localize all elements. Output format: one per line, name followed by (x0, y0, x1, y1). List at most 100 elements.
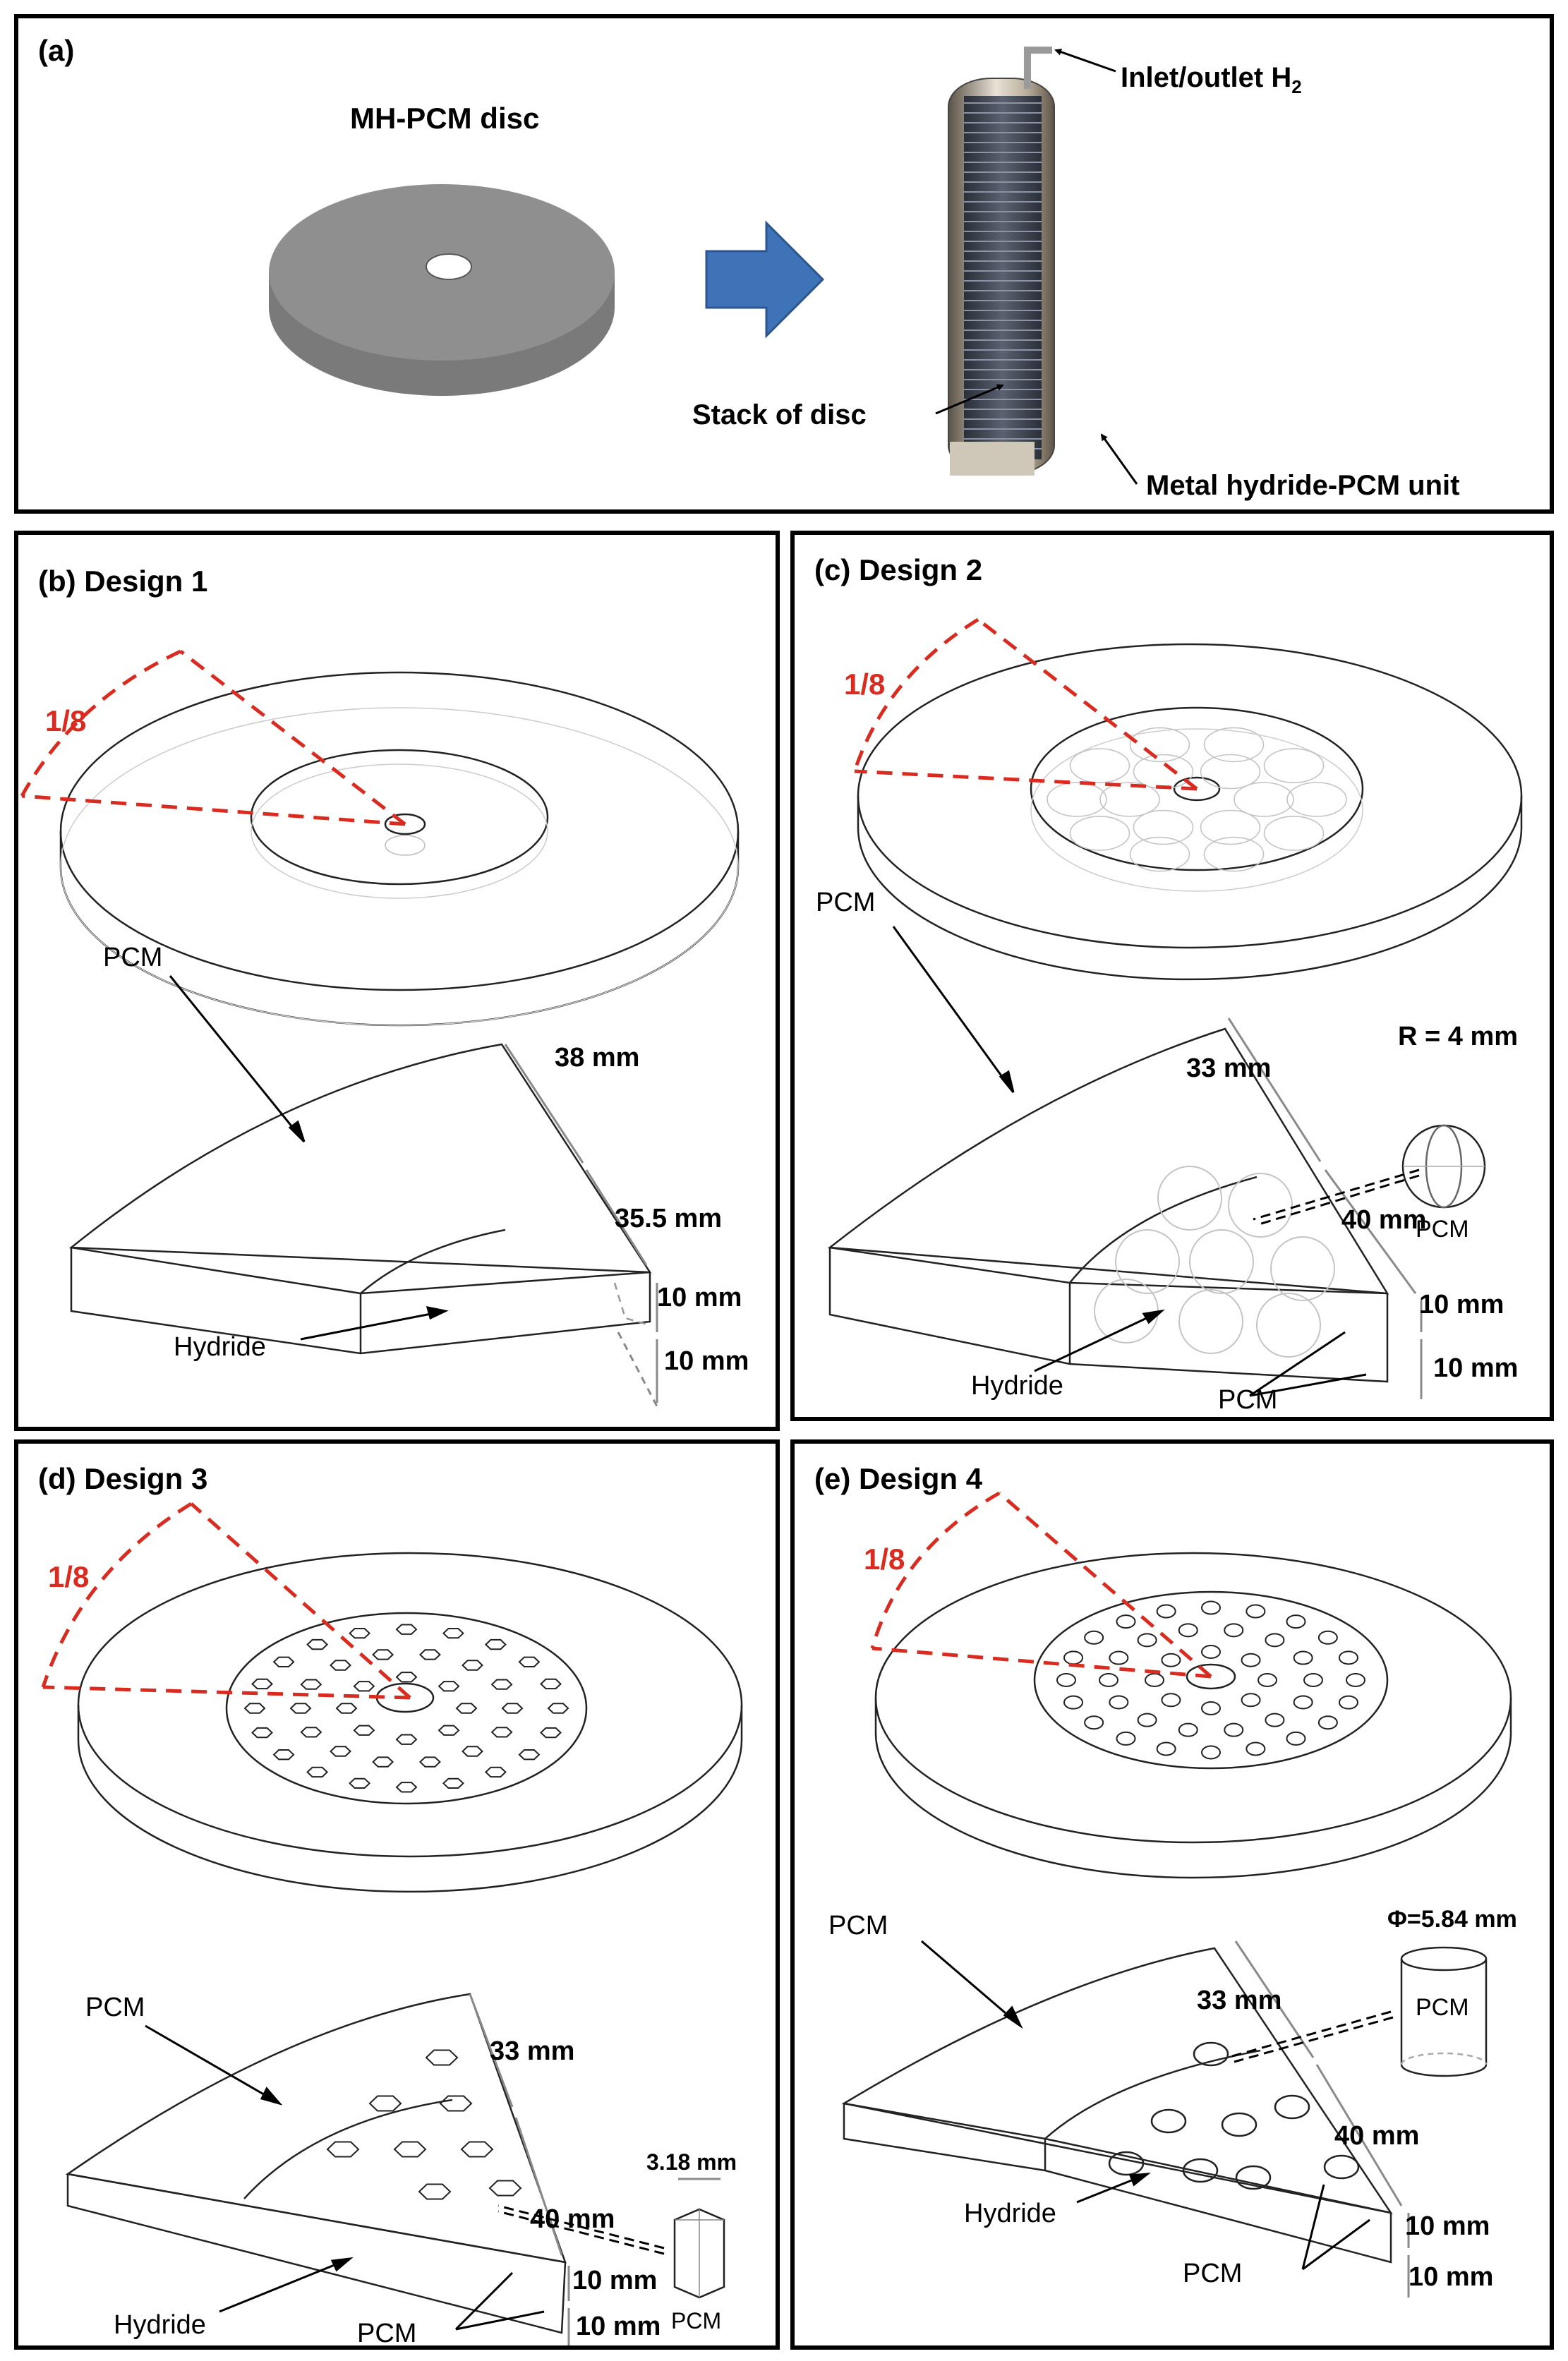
dimension-lines (1227, 1018, 1423, 1399)
wedge-3d (68, 1043, 652, 1355)
dimension-lines (469, 1993, 720, 2345)
center-hole (1173, 776, 1221, 802)
hydride-label: Hydride (971, 1371, 1063, 1401)
pcm-sphere (1203, 836, 1265, 872)
pcm-hex-hole (488, 2180, 522, 2197)
pcm-circle-hole (1241, 1693, 1261, 1708)
pcm-sphere (1286, 782, 1347, 817)
pcm-circle-hole (1346, 1673, 1365, 1687)
pcm-circle-hole (1286, 1614, 1306, 1629)
pcm-hex-hole (518, 1656, 541, 1667)
disc-top-outer (874, 1552, 1512, 1844)
panel-a-graphics (269, 47, 1138, 485)
hydride-leader (300, 1310, 446, 1341)
pcm-hex-hole (300, 1727, 322, 1738)
inlet-label: Inlet/outlet H2 (1121, 62, 1302, 97)
pcm-sphere (1200, 754, 1261, 790)
unit-leader (1100, 433, 1138, 485)
pcm-bottom-leader-2 (455, 2310, 545, 2331)
pcm-hex-hole (306, 1638, 329, 1650)
pcm-circle-hole (1338, 1650, 1358, 1665)
sector-marker (852, 617, 1198, 791)
pcm-hex-hole (455, 1703, 478, 1714)
pcm-circle-hole (1099, 1673, 1118, 1687)
hydride-ring (1030, 706, 1364, 871)
hydride-leader (1034, 1310, 1162, 1372)
pcm-hex-hole (306, 1766, 329, 1778)
pcm-sphere (1263, 816, 1325, 851)
dimension-lines (504, 1044, 658, 1407)
pcm-sphere (1099, 782, 1160, 817)
pcm-sphere (1263, 748, 1325, 783)
pcm-sphere (1047, 782, 1107, 817)
panel-d-label: (d) Design 3 (38, 1462, 208, 1495)
sector-fraction: 1/8 (864, 1542, 905, 1576)
center-hole (384, 813, 426, 835)
pcm-hex-hole (442, 1777, 464, 1789)
pcm-circle-hole (1137, 1633, 1157, 1648)
pcm-circle-hole (1224, 1722, 1244, 1737)
pcm-hex-hole (349, 1777, 371, 1789)
pcm-hex-hole (330, 1746, 351, 1757)
pcm-sphere (1069, 816, 1130, 851)
pcm-label: PCM (816, 888, 876, 917)
pcm-hex-hole (462, 1660, 483, 1671)
dim-inner-label: 40 mm (1341, 1205, 1427, 1235)
pcm-hex-hole (484, 1766, 507, 1778)
pcm-hex-hole (484, 1638, 507, 1650)
dim-outer-label: 33 mm (1197, 1986, 1282, 2015)
panel-d: (d) Design 3 1/8 PCM Hydride PCM 3.18 mm… (14, 1439, 780, 2350)
pcm-hex-hole (243, 1703, 266, 1714)
pcm-hex-hole (418, 2183, 452, 2200)
pcm-circle-hole (1265, 1633, 1285, 1648)
pcm-circle-hole (1178, 1722, 1198, 1737)
panel-b: (b) Design 1 1/8 PCM Hydride 38 mm 35.5 … (14, 531, 780, 1431)
pcm-bottom-leader-1 (454, 2271, 514, 2331)
pcm-bottom-leader-2 (1302, 2218, 1370, 2271)
pcm-hex-hole (490, 1727, 513, 1738)
metal-hydride-tank (948, 47, 1055, 476)
panel-b-label: (b) Design 1 (38, 564, 208, 598)
dim-h2-label: 10 mm (576, 2312, 661, 2341)
pcm-hex-hole (442, 1628, 464, 1639)
pcm-hex-hole (326, 2141, 360, 2158)
dim-h1-label: 10 mm (572, 2266, 658, 2295)
pcm-bottom-leader-1 (1301, 2184, 1325, 2270)
pcm-circle-hole (1137, 1713, 1157, 1727)
pcm-circle-hole (1109, 1695, 1129, 1710)
pcm-circle-hole (1241, 1653, 1261, 1667)
hydride-label: Hydride (964, 2199, 1056, 2228)
pcm-circle-hole (1317, 1715, 1338, 1730)
pcm-hex-hole (395, 1624, 418, 1635)
pcm-leader (169, 975, 306, 1142)
dim-inner-label: 40 mm (1334, 2121, 1420, 2151)
pcm-hex-hole (462, 1746, 483, 1757)
stack-leader (935, 384, 1004, 415)
pcm-circle-hole (1056, 1673, 1076, 1687)
pcm-hex-hole (418, 1756, 441, 1768)
wedge-3d (827, 1027, 1389, 1383)
unit-label: Metal hydride-PCM unit (1146, 470, 1460, 501)
dim-outer-label: 38 mm (555, 1043, 640, 1073)
pcm-circle-hole (1063, 1650, 1084, 1665)
pcm-hex-hole (330, 1660, 351, 1671)
pcm-bottom-leader-2 (1249, 1373, 1367, 1397)
pcm-sphere (1129, 836, 1190, 872)
dim-h1-label: 10 mm (657, 1283, 742, 1312)
pcm-hex-hole (251, 1727, 273, 1739)
hydride-ring (225, 1612, 588, 1805)
panel-e-label: (e) Design 4 (814, 1462, 983, 1495)
pcm-circle-hole (1293, 1695, 1313, 1710)
pcm-circle-hole (1338, 1695, 1358, 1710)
disc-top-outer (857, 643, 1523, 949)
pcm-hex-hole (251, 1678, 273, 1690)
pcm-circle-hole (1293, 1650, 1313, 1665)
pcm-circle-hole (1084, 1630, 1104, 1645)
dim-h1-label: 10 mm (1405, 2211, 1490, 2241)
pcm-circle-hole (1201, 1701, 1221, 1715)
panel-c: (c) Design 2 1/8 PCM Hydride PCM R = 4 m… (790, 531, 1554, 1421)
disc-title: MH-PCM disc (350, 102, 540, 135)
pcm-hex-hole (300, 1679, 322, 1690)
dim-h2-label: 10 mm (664, 1346, 749, 1376)
pcm-hex-hole (289, 1703, 312, 1714)
